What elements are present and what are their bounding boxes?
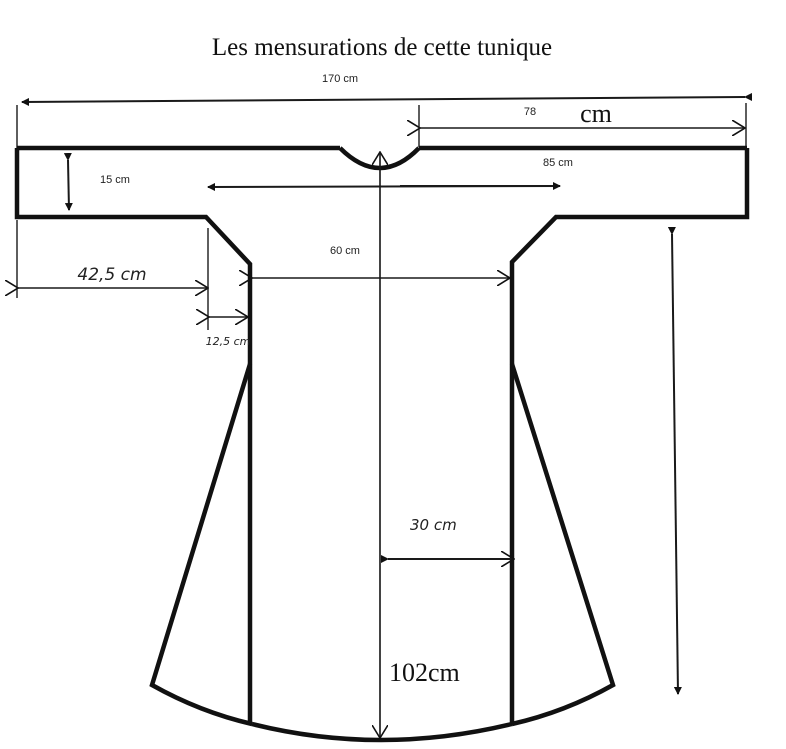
dimension-line-sleeve-height <box>63 152 73 211</box>
dimension-line-total-width <box>21 92 753 106</box>
label-gore-width: 30 cm <box>410 516 457 534</box>
hem-curve <box>251 721 513 743</box>
label-half-width-number: 78 <box>524 106 536 118</box>
left-gore-outline <box>149 363 253 727</box>
label-total-width: 170 cm <box>322 73 358 85</box>
label-center-to-sleeve: 85 cm <box>543 157 573 169</box>
tunic-outline-right-sleeve <box>509 148 750 725</box>
dimension-line-side-length <box>667 226 682 695</box>
diagram-title: Les mensurations de cette tunique <box>212 34 552 61</box>
right-gore-outline <box>509 363 616 727</box>
label-total-length: 102cm <box>389 658 460 687</box>
tunic-outline-left-sleeve <box>14 148 253 725</box>
label-sleeve-length: 42,5 cm <box>77 265 146 285</box>
label-gusset-width: 12,5 cm <box>206 335 251 348</box>
label-half-width-unit: cm <box>580 99 612 128</box>
label-sleeve-height: 15 cm <box>100 174 130 186</box>
label-body-width: 60 cm <box>330 245 360 257</box>
